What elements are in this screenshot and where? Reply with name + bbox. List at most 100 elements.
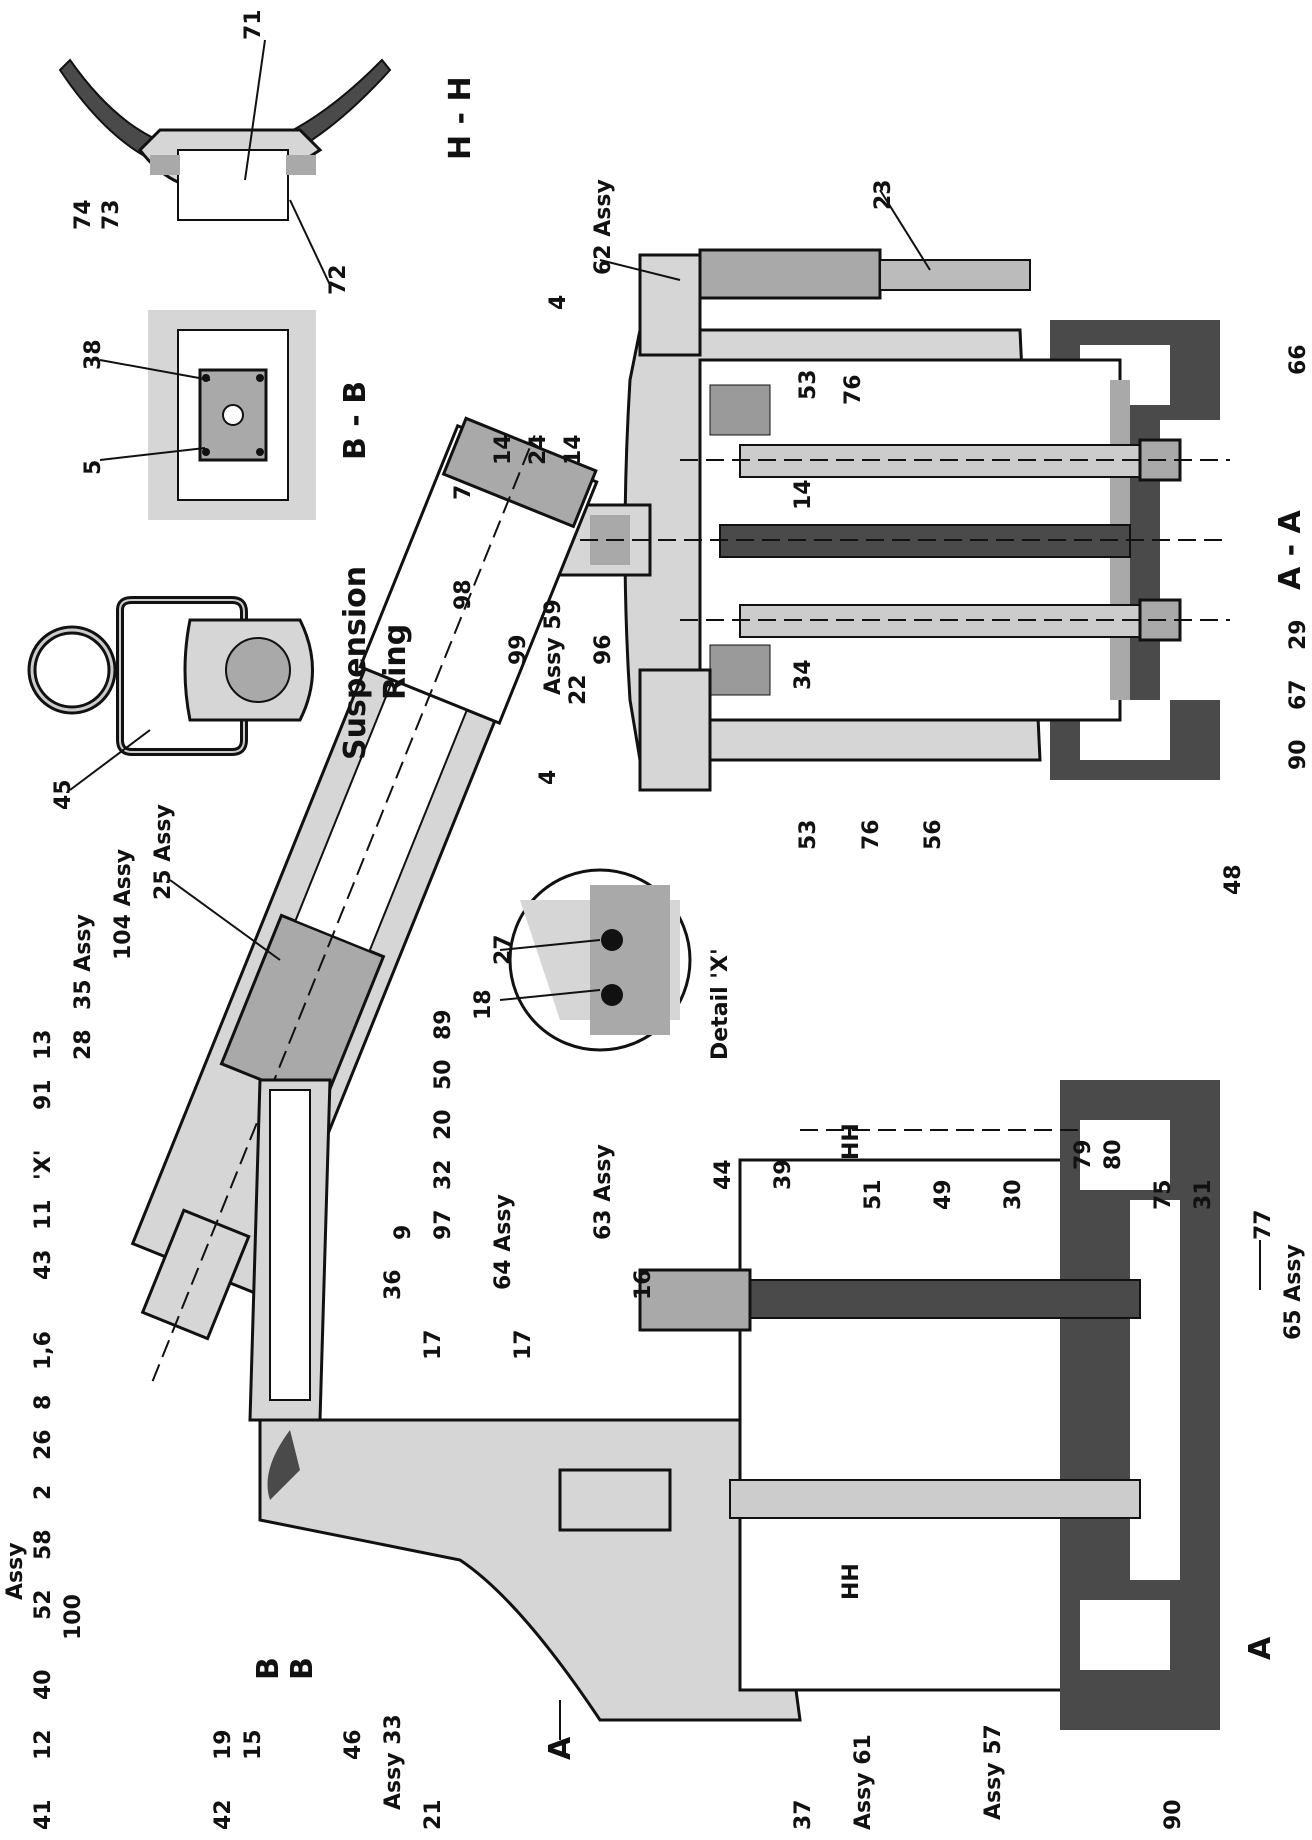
- label-35-assy: 35 Assy: [71, 914, 96, 1010]
- section-marker-hh-2: HH: [839, 1563, 864, 1600]
- label-100: 100: [61, 1594, 86, 1640]
- detail-x-title: Detail 'X': [708, 948, 733, 1060]
- suspension-ring-labels: 45 Suspension Ring: [51, 566, 413, 810]
- label-96: 96: [591, 634, 616, 665]
- label-18: 18: [471, 989, 496, 1020]
- label-79: 79: [1071, 1139, 1096, 1170]
- label-14-a: 14: [491, 434, 516, 465]
- label-90-main: 90: [1161, 1799, 1186, 1830]
- label-51: 51: [861, 1179, 886, 1210]
- label-4-top: 4: [546, 295, 571, 310]
- label-80: 80: [1101, 1139, 1126, 1170]
- label-77: 77: [1251, 1209, 1276, 1240]
- label-17-a: 17: [421, 1329, 446, 1360]
- label-22: 22: [566, 674, 591, 705]
- label-40: 40: [31, 1669, 56, 1700]
- section-hh-labels: 71 74 73 72 H - H: [71, 9, 478, 295]
- section-bb-labels: 38 5 B - B: [81, 339, 373, 475]
- detail-x-view: [508, 868, 692, 1052]
- section-bb-title: B - B: [338, 381, 373, 460]
- label-28: 28: [71, 1029, 96, 1060]
- label-42: 42: [211, 1799, 236, 1830]
- label-15: 15: [241, 1729, 266, 1760]
- suspension-ring-view: [27, 596, 314, 756]
- label-53-top: 53: [796, 369, 821, 400]
- label-8: 8: [31, 1395, 56, 1410]
- label-99: 99: [506, 634, 531, 665]
- section-marker-hh-1: HH: [839, 1123, 864, 1160]
- label-53-bottom: 53: [796, 819, 821, 850]
- label-58: 58: [31, 1529, 56, 1560]
- label-32: 32: [431, 1159, 456, 1190]
- label-12: 12: [31, 1729, 56, 1760]
- label-16: 16: [631, 1269, 656, 1300]
- label-x-ref: 'X': [31, 1150, 56, 1180]
- label-30: 30: [1001, 1179, 1026, 1210]
- label-39: 39: [771, 1159, 796, 1190]
- label-14-c: 14: [791, 479, 816, 510]
- label-97: 97: [431, 1209, 456, 1240]
- section-aa-labels: 23 62 Assy 4 7 14 24 14 98 99 Assy 59 22…: [451, 179, 1311, 895]
- section-marker-a-2: A: [1243, 1636, 1278, 1660]
- label-104-assy: 104 Assy: [111, 849, 136, 960]
- label-1-6: 1,6: [31, 1331, 56, 1370]
- main-gun-assembly-view: [130, 416, 1261, 1740]
- label-56: 56: [921, 819, 946, 850]
- label-48: 48: [1221, 864, 1246, 895]
- label-assy-52: Assy: [3, 1542, 28, 1600]
- label-11: 11: [31, 1199, 56, 1230]
- section-bb-view: [148, 310, 316, 520]
- label-43: 43: [31, 1249, 56, 1280]
- suspension-ring-title-line2: Ring: [378, 624, 413, 700]
- main-labels: 41 12 40 100 52 58 Assy 2 26 8 1,6 43 11…: [3, 804, 1306, 1830]
- label-36: 36: [381, 1269, 406, 1300]
- label-73: 73: [99, 199, 124, 230]
- label-91: 91: [31, 1079, 56, 1110]
- label-5: 5: [81, 460, 106, 475]
- label-2: 2: [31, 1485, 56, 1500]
- label-29: 29: [1286, 619, 1311, 650]
- label-50: 50: [431, 1059, 456, 1090]
- label-21: 21: [421, 1799, 446, 1830]
- label-89: 89: [431, 1009, 456, 1040]
- label-20: 20: [431, 1109, 456, 1140]
- label-14-b: 14: [561, 434, 586, 465]
- section-marker-b-2: B: [285, 1657, 320, 1680]
- label-76-bottom: 76: [859, 819, 884, 850]
- label-67: 67: [1286, 679, 1311, 710]
- label-46: 46: [341, 1729, 366, 1760]
- label-65-assy: 65 Assy: [1281, 1244, 1306, 1340]
- label-62-assy: 62 Assy: [591, 179, 616, 275]
- label-25-assy: 25 Assy: [151, 804, 176, 900]
- label-44: 44: [711, 1159, 736, 1190]
- label-assy-33: Assy 33: [381, 1714, 406, 1810]
- label-24: 24: [526, 434, 551, 465]
- label-45: 45: [51, 779, 76, 810]
- label-9: 9: [391, 1225, 416, 1240]
- section-hh-title: H - H: [443, 76, 478, 160]
- label-64-assy: 64 Assy: [491, 1194, 516, 1290]
- label-52: 52: [31, 1589, 56, 1620]
- label-17-b: 17: [511, 1329, 536, 1360]
- label-76-top: 76: [841, 374, 866, 405]
- label-34: 34: [791, 659, 816, 690]
- section-marker-a-1: A: [543, 1736, 578, 1760]
- label-72: 72: [326, 264, 351, 295]
- label-4-bottom: 4: [536, 770, 561, 785]
- label-31: 31: [1191, 1179, 1216, 1210]
- label-38: 38: [81, 339, 106, 370]
- leader-lines: [69, 39, 931, 1001]
- section-marker-b-1: B: [251, 1657, 286, 1680]
- label-assy-59: Assy 59: [541, 599, 566, 695]
- label-19: 19: [211, 1729, 236, 1760]
- label-49: 49: [931, 1179, 956, 1210]
- label-7: 7: [451, 485, 476, 500]
- label-90-aa: 90: [1286, 739, 1311, 770]
- label-26: 26: [31, 1429, 56, 1460]
- label-37: 37: [791, 1799, 816, 1830]
- label-13: 13: [31, 1029, 56, 1060]
- label-98: 98: [451, 579, 476, 610]
- label-74: 74: [71, 199, 96, 230]
- section-aa-title: A - A: [1273, 509, 1308, 590]
